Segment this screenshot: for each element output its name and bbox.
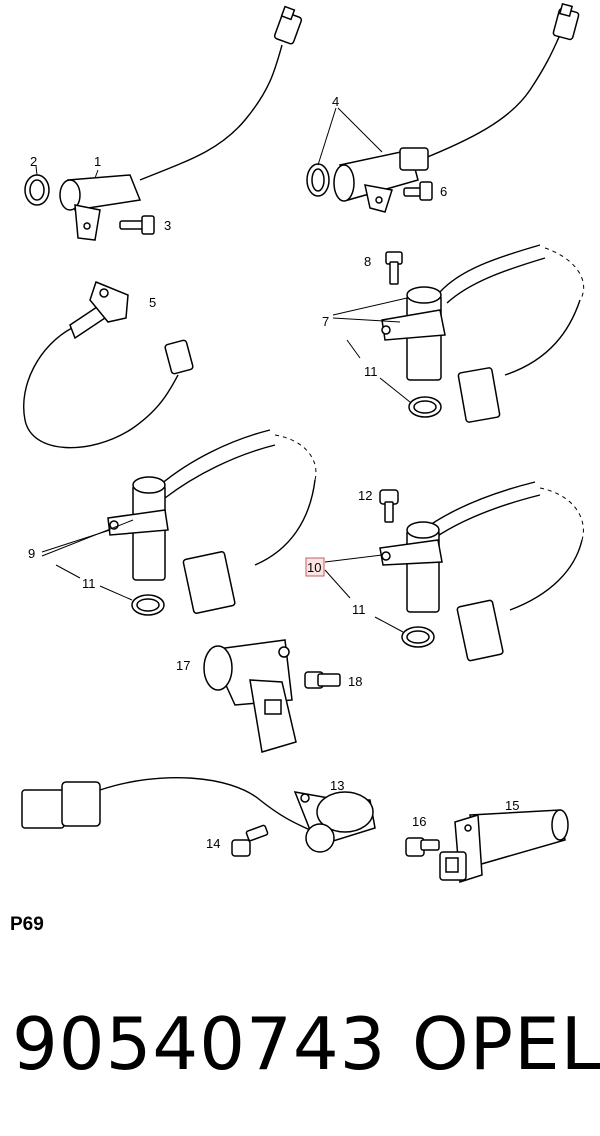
part-number: 90540743: [12, 1002, 387, 1086]
parts-diagram: 1 2 3 4 5 6 7 8 11 9 11 12 10 11 17 18 1…: [21, 2, 585, 883]
sensor-part-15[interactable]: [439, 809, 569, 883]
sensor-part-1[interactable]: [59, 5, 303, 241]
callout-14: 14: [206, 836, 220, 851]
screw-part-6[interactable]: [403, 181, 433, 201]
bolt-part-12[interactable]: [379, 489, 399, 523]
callout-11-a: 11: [364, 364, 378, 379]
o-ring-part-11-a[interactable]: [408, 396, 442, 418]
callout-1: 1: [94, 154, 101, 169]
brand-name: OPEL: [412, 1002, 600, 1086]
callout-2: 2: [30, 154, 37, 169]
callout-10-highlight: [305, 557, 325, 577]
callout-18: 18: [348, 674, 362, 689]
bolt-part-16[interactable]: [405, 837, 440, 857]
sensor-part-4[interactable]: [306, 2, 580, 213]
screw-part-18[interactable]: [304, 671, 341, 689]
sensor-part-5[interactable]: [23, 281, 194, 449]
leader-lines: [35, 107, 411, 633]
callout-8: 8: [364, 254, 371, 269]
bolt-part-14[interactable]: [231, 824, 269, 857]
o-ring-part-11-b[interactable]: [131, 594, 165, 616]
callout-11-b: 11: [82, 576, 96, 591]
bolt-part-8[interactable]: [385, 251, 403, 285]
callout-3: 3: [164, 218, 171, 233]
callout-16: 16: [412, 814, 426, 829]
callout-4: 4: [332, 94, 339, 109]
screw-part-3[interactable]: [119, 215, 155, 235]
sensor-part-10[interactable]: [379, 481, 584, 662]
sheet-code: P69: [10, 914, 44, 935]
callout-7: 7: [322, 314, 329, 329]
callout-12: 12: [358, 488, 372, 503]
o-ring-part-2[interactable]: [24, 174, 50, 206]
sensor-part-13[interactable]: [21, 776, 376, 853]
o-ring-part-11-c[interactable]: [401, 626, 435, 648]
callout-11-c: 11: [352, 602, 366, 617]
callout-15: 15: [505, 798, 519, 813]
callout-17: 17: [176, 658, 190, 673]
callout-9: 9: [28, 546, 35, 561]
sensor-part-17[interactable]: [203, 639, 297, 753]
callout-6: 6: [440, 184, 447, 199]
callout-labels: 1 2 3 4 5 6 7 8 11 9 11 12 10 11 17 18 1…: [28, 94, 519, 851]
sensor-part-9[interactable]: [107, 429, 317, 614]
callout-10: 10: [307, 560, 321, 575]
callout-5: 5: [149, 295, 156, 310]
callout-13: 13: [330, 778, 344, 793]
sensor-part-7[interactable]: [381, 244, 585, 423]
